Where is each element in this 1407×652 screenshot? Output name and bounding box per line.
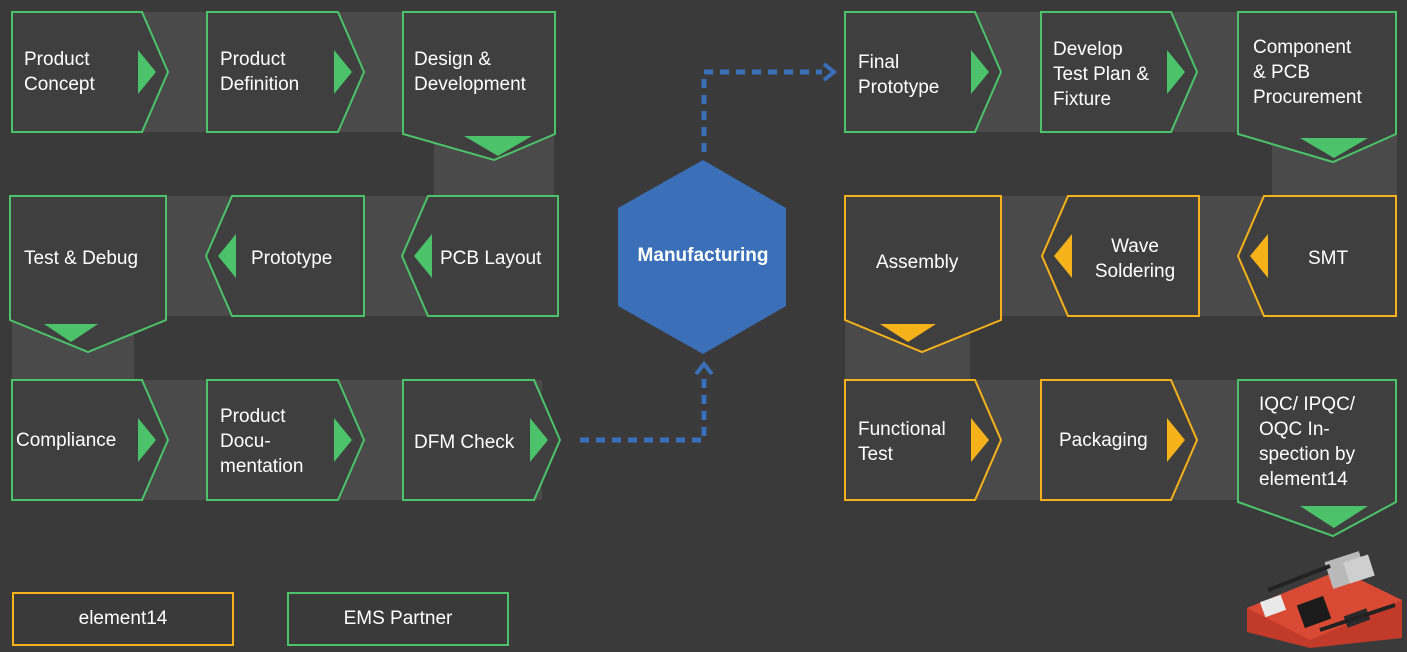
step-functional-test xyxy=(844,379,1003,501)
step-packaging xyxy=(1040,379,1199,501)
label-functional-test: Functional Test xyxy=(858,419,946,465)
label-product-definition: Product Definition xyxy=(220,49,300,95)
circuit-board-icon xyxy=(1247,551,1402,648)
label-prototype: Prototype xyxy=(251,248,333,269)
connector-manufacturing-to-final-prototype xyxy=(701,62,838,152)
step-pcb-layout xyxy=(400,195,559,317)
step-prototype xyxy=(204,195,365,317)
connector-dfm-to-manufacturing xyxy=(580,360,714,443)
step-component-procurement xyxy=(1237,11,1397,164)
label-packaging: Packaging xyxy=(1059,430,1148,451)
label-component-procurement: Component & PCB Procurement xyxy=(1253,37,1362,108)
step-develop-test-plan xyxy=(1040,11,1199,133)
step-smt xyxy=(1236,195,1397,317)
label-product-concept: Product Concept xyxy=(24,49,95,95)
legend-ems-partner-label: EMS Partner xyxy=(343,608,453,629)
step-product-definition xyxy=(206,11,366,133)
label-product-documentation: Product Docu- mentation xyxy=(220,406,304,477)
legend-ems-partner: EMS Partner xyxy=(287,592,509,646)
step-dfm-check xyxy=(402,379,562,501)
label-design-development: Design & Development xyxy=(414,49,526,95)
label-final-prototype: Final Prototype xyxy=(858,52,940,98)
label-compliance: Compliance xyxy=(16,430,117,451)
legend-element14: element14 xyxy=(12,592,234,646)
step-final-prototype xyxy=(844,11,1003,133)
step-wave-soldering xyxy=(1040,195,1200,317)
step-iqc-inspection xyxy=(1237,379,1397,538)
step-design-development xyxy=(402,11,556,162)
step-assembly xyxy=(844,195,1002,354)
step-compliance xyxy=(11,379,170,501)
step-product-concept xyxy=(11,11,170,133)
manufacturing-hexagon xyxy=(618,160,786,354)
step-product-documentation xyxy=(206,379,366,501)
label-iqc-inspection: IQC/ IPQC/ OQC In- spection by element14 xyxy=(1259,394,1356,490)
label-wave-soldering: Wave Soldering xyxy=(1094,236,1176,282)
manufacturing-label: Manufacturing xyxy=(637,245,769,266)
label-develop-test-plan: Develop Test Plan & Fixture xyxy=(1053,39,1150,110)
legend-element14-label: element14 xyxy=(78,608,168,629)
label-dfm-check: DFM Check xyxy=(414,432,515,453)
step-test-debug xyxy=(9,195,167,354)
label-test-debug: Test & Debug xyxy=(24,248,139,269)
label-assembly: Assembly xyxy=(876,252,959,273)
label-pcb-layout: PCB Layout xyxy=(440,248,542,269)
label-smt: SMT xyxy=(1308,248,1349,269)
